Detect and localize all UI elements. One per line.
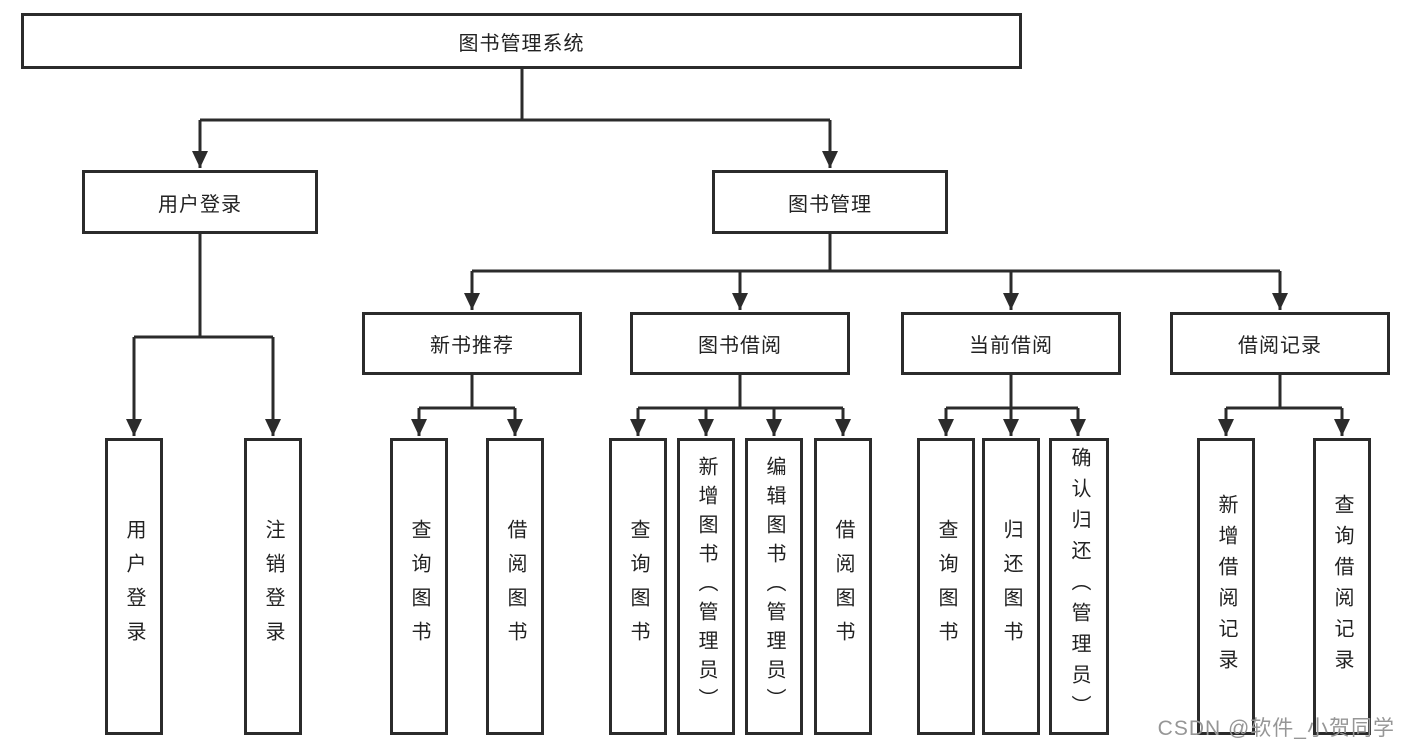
node-label: 用户登录 [158,193,242,216]
node-label: 图书借阅 [698,335,782,357]
node-leaf-return-book: 归还图书 [982,438,1040,735]
node-label: 归还图书 [1000,518,1022,655]
node-label: 图书管理 [788,193,872,216]
node-label: 用户登录 [123,518,145,655]
node-leaf-query-books-2: 查询图书 [609,438,667,735]
node-leaf-user-login: 用户登录 [105,438,163,735]
node-label: 查询图书 [408,518,430,655]
node-leaf-logout: 注销登录 [244,438,302,735]
node-user-login: 用户登录 [82,170,318,234]
node-root-system: 图书管理系统 [21,13,1022,69]
node-leaf-confirm-return-admin: 确认归还（管理员） [1049,438,1109,735]
csdn-watermark: CSDN @软件_小贺同学 [1157,717,1395,740]
node-label: 新增借阅记录 [1215,493,1237,680]
node-leaf-add-borrow-record: 新增借阅记录 [1197,438,1255,735]
node-current-borrowing: 当前借阅 [901,312,1121,375]
node-label: 借阅图书 [832,518,854,655]
node-borrowing-records: 借阅记录 [1170,312,1390,375]
node-label: 查询图书 [627,518,649,655]
node-root-label: 图书管理系统 [458,32,585,55]
node-leaf-edit-book-admin: 编辑图书（管理员） [745,438,803,735]
node-label: 新书推荐 [430,335,514,357]
node-label: 编辑图书（管理员） [763,456,785,717]
node-leaf-query-books-1: 查询图书 [390,438,448,735]
node-label: 确认归还（管理员） [1068,447,1090,726]
node-label: 借阅图书 [504,518,526,655]
node-new-book-recommend: 新书推荐 [362,312,582,375]
node-book-management: 图书管理 [712,170,948,234]
node-leaf-borrow-books-1: 借阅图书 [486,438,544,735]
node-label: 当前借阅 [969,335,1053,357]
node-leaf-borrow-books-2: 借阅图书 [814,438,872,735]
node-leaf-add-book-admin: 新增图书（管理员） [677,438,735,735]
node-label: 新增图书（管理员） [695,456,717,717]
node-label: 查询借阅记录 [1331,493,1353,680]
node-label: 借阅记录 [1238,335,1322,357]
node-label: 注销登录 [262,518,284,655]
node-leaf-query-borrow-record: 查询借阅记录 [1313,438,1371,735]
node-book-borrowing: 图书借阅 [630,312,850,375]
node-label: 查询图书 [935,518,957,655]
node-leaf-query-books-3: 查询图书 [917,438,975,735]
